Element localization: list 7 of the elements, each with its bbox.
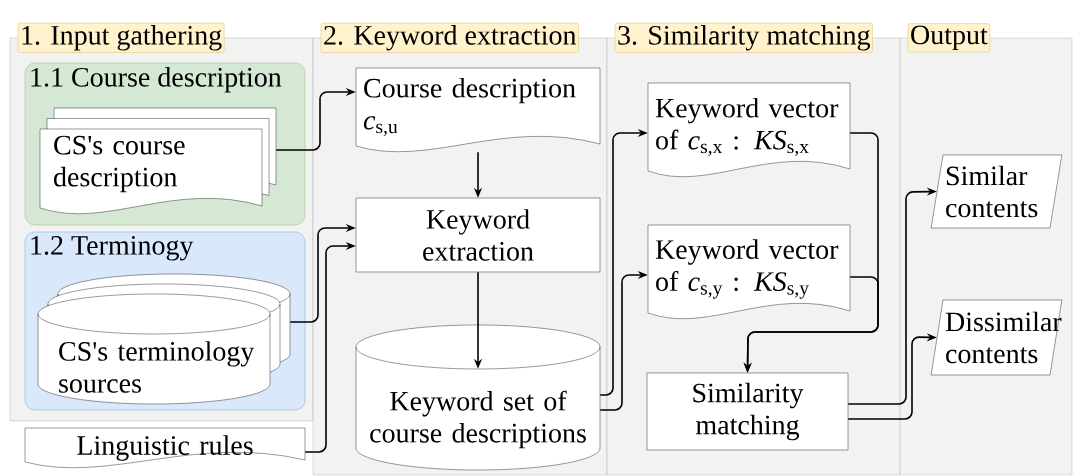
- database-cylinder: Keyword set of course descriptions: [355, 324, 601, 471]
- process-box: Keyword extraction: [355, 197, 601, 273]
- document-stack: CS's course description: [39, 107, 277, 214]
- output-parallelogram: Dissimilar contents: [930, 299, 1063, 376]
- output-parallelogram: Similar contents: [930, 154, 1063, 229]
- database-stack: CS's terminology sources: [37, 273, 291, 405]
- process-box: Similarity matching: [646, 372, 849, 451]
